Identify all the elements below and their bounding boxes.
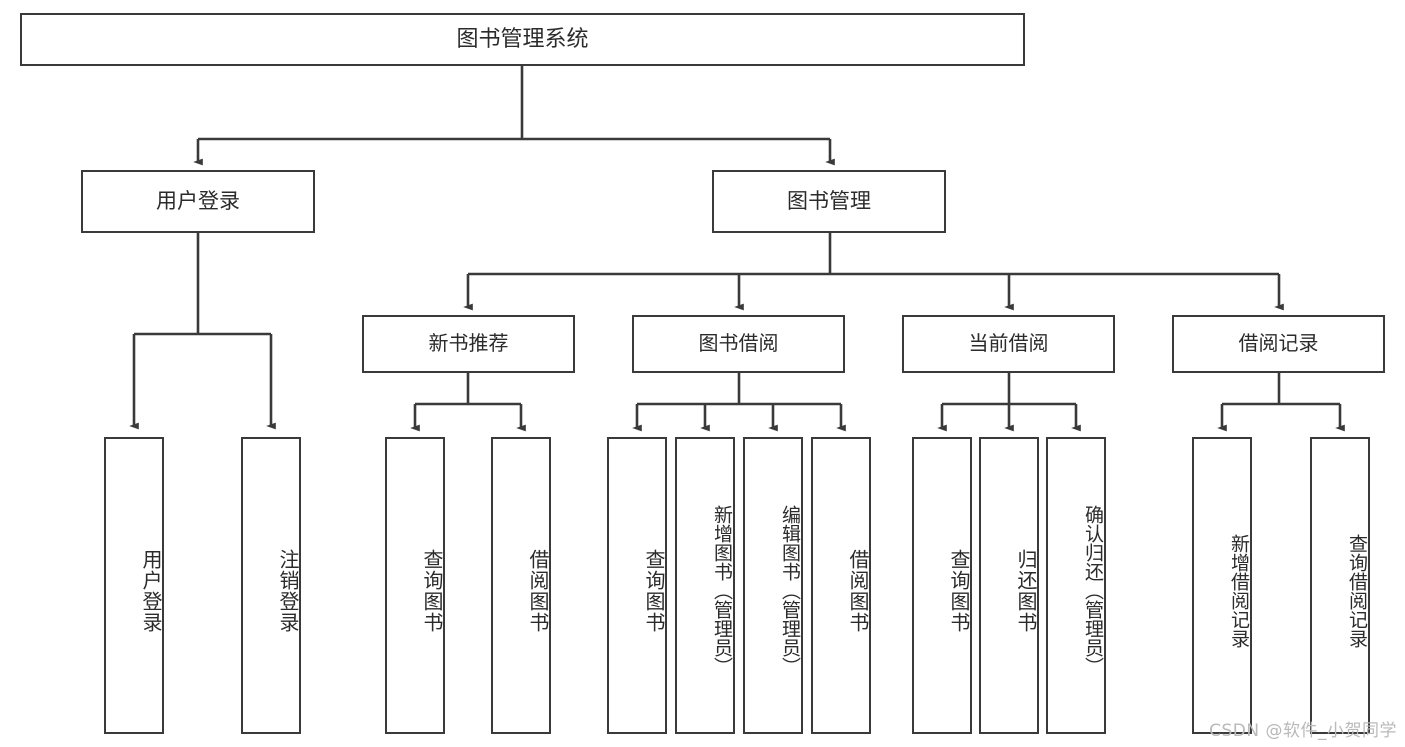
leaf-user-login-signout[interactable]: 注销登录 (241, 437, 301, 734)
leaf-record-query[interactable]: 查询借阅记录 (1310, 437, 1370, 734)
leaf-borrow-edit-book[interactable]: 编辑图书（管理员） (743, 437, 803, 734)
leaf-user-login-signin[interactable]: 用户登录 (104, 437, 164, 734)
leaf-label: 借阅图书 (526, 548, 550, 633)
node-user-login[interactable]: 用户登录 (81, 170, 315, 233)
node-current-borrow-label: 当前借阅 (968, 331, 1049, 356)
node-borrow-record-label: 借阅记录 (1238, 331, 1319, 356)
leaf-label: 用户登录 (139, 548, 163, 633)
node-book-management-label: 图书管理 (787, 189, 871, 214)
leaf-borrow-borrow-book[interactable]: 借阅图书 (811, 437, 871, 734)
node-book-borrow-label: 图书借阅 (698, 331, 779, 356)
leaf-label: 新增借阅记录 (1228, 533, 1250, 648)
leaf-new-book-borrow[interactable]: 借阅图书 (491, 437, 551, 734)
leaf-label: 查询图书 (947, 548, 971, 633)
leaf-current-confirm-return[interactable]: 确认归还（管理员） (1046, 437, 1106, 734)
leaf-record-add[interactable]: 新增借阅记录 (1192, 437, 1252, 734)
leaf-borrow-query-book[interactable]: 查询图书 (607, 437, 667, 734)
leaf-label: 借阅图书 (846, 548, 870, 633)
node-user-login-label: 用户登录 (156, 189, 240, 214)
leaf-label: 查询图书 (420, 548, 444, 633)
node-root[interactable]: 图书管理系统 (20, 13, 1025, 66)
leaf-label: 归还图书 (1014, 548, 1038, 633)
node-new-book-recommend-label: 新书推荐 (428, 331, 509, 356)
node-root-label: 图书管理系统 (456, 26, 589, 52)
leaf-current-return-book[interactable]: 归还图书 (979, 437, 1039, 734)
watermark: CSDN @软件_小贺同学 (1209, 721, 1397, 741)
leaf-new-book-query[interactable]: 查询图书 (385, 437, 445, 734)
leaf-current-query-book[interactable]: 查询图书 (912, 437, 972, 734)
leaf-label: 查询图书 (642, 548, 666, 633)
node-borrow-record[interactable]: 借阅记录 (1172, 315, 1385, 373)
leaf-borrow-add-book[interactable]: 新增图书（管理员） (675, 437, 735, 734)
leaf-label: 注销登录 (276, 548, 300, 633)
leaf-label: 新增图书（管理员） (711, 505, 733, 676)
leaf-label: 查询借阅记录 (1346, 533, 1368, 648)
leaf-label: 编辑图书（管理员） (779, 505, 801, 676)
node-book-management[interactable]: 图书管理 (712, 170, 946, 233)
node-new-book-recommend[interactable]: 新书推荐 (362, 315, 575, 373)
leaf-label: 确认归还（管理员） (1082, 505, 1104, 676)
node-book-borrow[interactable]: 图书借阅 (632, 315, 845, 373)
node-current-borrow[interactable]: 当前借阅 (902, 315, 1115, 373)
